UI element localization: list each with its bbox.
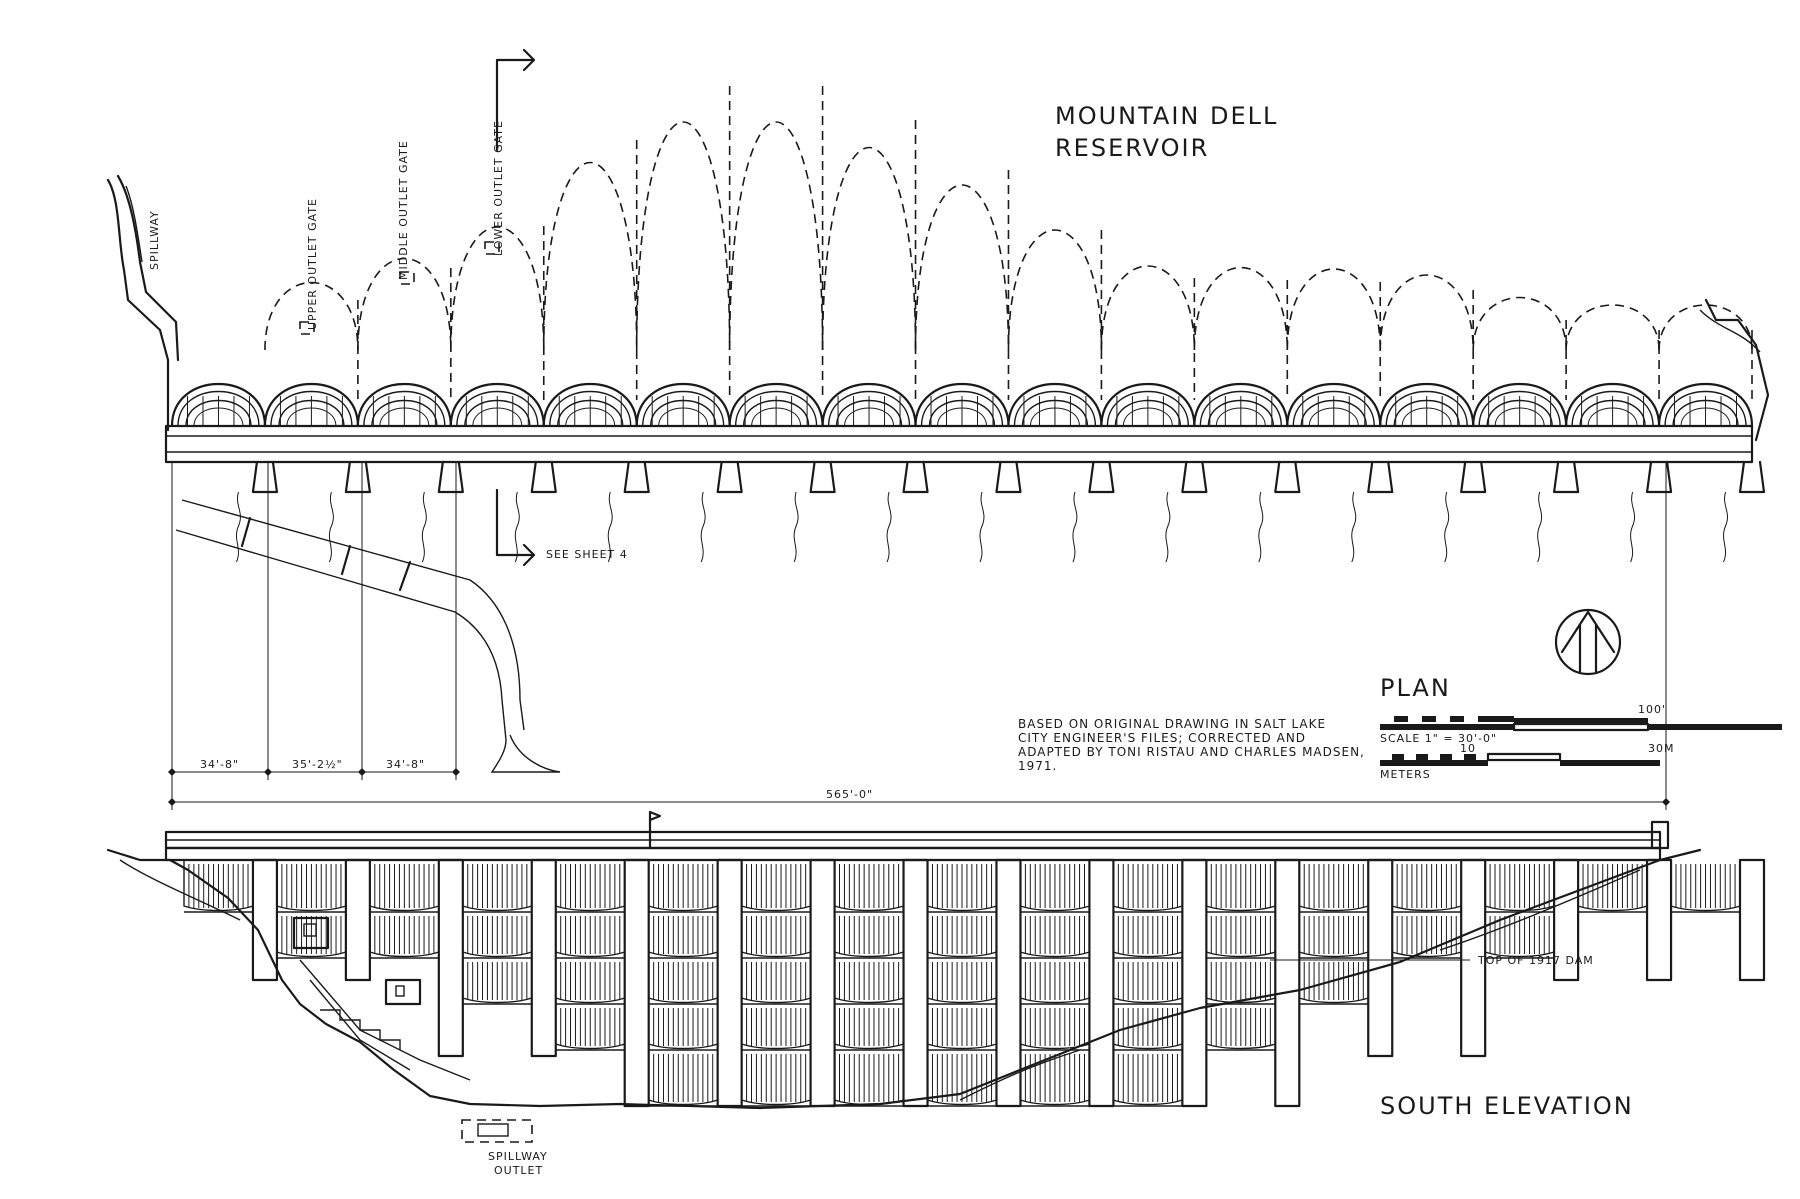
graphic-scale-feet: 100' SCALE 1" = 30'-0"	[1380, 703, 1782, 745]
dim-overall: 565'-0"	[826, 788, 873, 801]
credit-line-2: CITY ENGINEER'S FILES; CORRECTED AND	[1018, 731, 1306, 745]
scale-feet-label: SCALE 1" = 30'-0"	[1380, 732, 1497, 745]
section-cut-arrow-bottom: SEE SHEET 4	[495, 488, 628, 567]
top-of-dam-callout: TOP OF 1917 DAM	[1270, 954, 1594, 967]
lower-outlet-gate-marker	[484, 241, 500, 255]
right-bank-line	[1704, 298, 1770, 442]
reservoir-arch-outlines	[264, 86, 1753, 400]
plan-buttresses	[251, 460, 1766, 494]
upper-outlet-gate-label: UPPER OUTLET GATE	[306, 198, 319, 330]
graphic-scale-meters: 10 30M METERS	[1368, 742, 1675, 781]
spillway-structure	[292, 916, 533, 1143]
spillway-outlet-label-1: SPILLWAY	[488, 1150, 548, 1163]
spillway-label: SPILLWAY	[148, 210, 161, 270]
north-arrow-icon	[1554, 608, 1622, 676]
elevation-piers	[251, 858, 1766, 1108]
drawing-title-line2: RESERVOIR	[1055, 134, 1209, 162]
credit-line-3: ADAPTED BY TONI RISTAU AND CHARLES MADSE…	[1018, 745, 1365, 759]
credit-note: BASED ON ORIGINAL DRAWING IN SALT LAKE C…	[1018, 717, 1365, 773]
foundation-rock-lines	[235, 491, 1728, 563]
plan-label: PLAN	[1380, 674, 1451, 702]
upper-outlet-gate-marker	[299, 321, 315, 335]
elevation-bays	[183, 860, 1741, 1107]
ground-profile	[106, 848, 1702, 1110]
scale-meters-label: METERS	[1380, 768, 1431, 781]
dimension-lines	[168, 462, 1670, 810]
dim-bay-1: 34'-8"	[200, 758, 239, 771]
middle-outlet-gate-label: MIDDLE OUTLET GATE	[397, 140, 410, 280]
spillway-channel: SPILLWAY	[106, 174, 180, 432]
dim-bay-3: 34'-8"	[386, 758, 425, 771]
credit-line-1: BASED ON ORIGINAL DRAWING IN SALT LAKE	[1018, 717, 1326, 731]
south-elevation	[164, 810, 1670, 862]
scale-meters-end: 30M	[1648, 742, 1675, 755]
credit-line-4: 1971.	[1018, 759, 1057, 773]
see-sheet-label: SEE SHEET 4	[546, 548, 628, 561]
section-cut-arrow-top	[495, 48, 536, 152]
outlet-pipe-tunnel	[175, 499, 561, 773]
scale-feet-end: 100'	[1638, 703, 1666, 716]
middle-outlet-gate-marker	[399, 271, 415, 285]
plan-arches	[170, 383, 1754, 428]
right-bank-contour	[1699, 309, 1761, 353]
dim-bay-2: 35'-2½"	[292, 758, 343, 771]
spillway-outlet-label-2: OUTLET	[494, 1164, 543, 1177]
lower-outlet-gate-label: LOWER OUTLET GATE	[492, 120, 505, 256]
drawing-title-line1: MOUNTAIN DELL	[1055, 102, 1278, 130]
south-elevation-label: SOUTH ELEVATION	[1380, 1092, 1634, 1120]
top-of-dam-label: TOP OF 1917 DAM	[1477, 954, 1594, 967]
plan-deck	[164, 424, 1754, 464]
scale-meters-mid: 10	[1460, 742, 1476, 755]
